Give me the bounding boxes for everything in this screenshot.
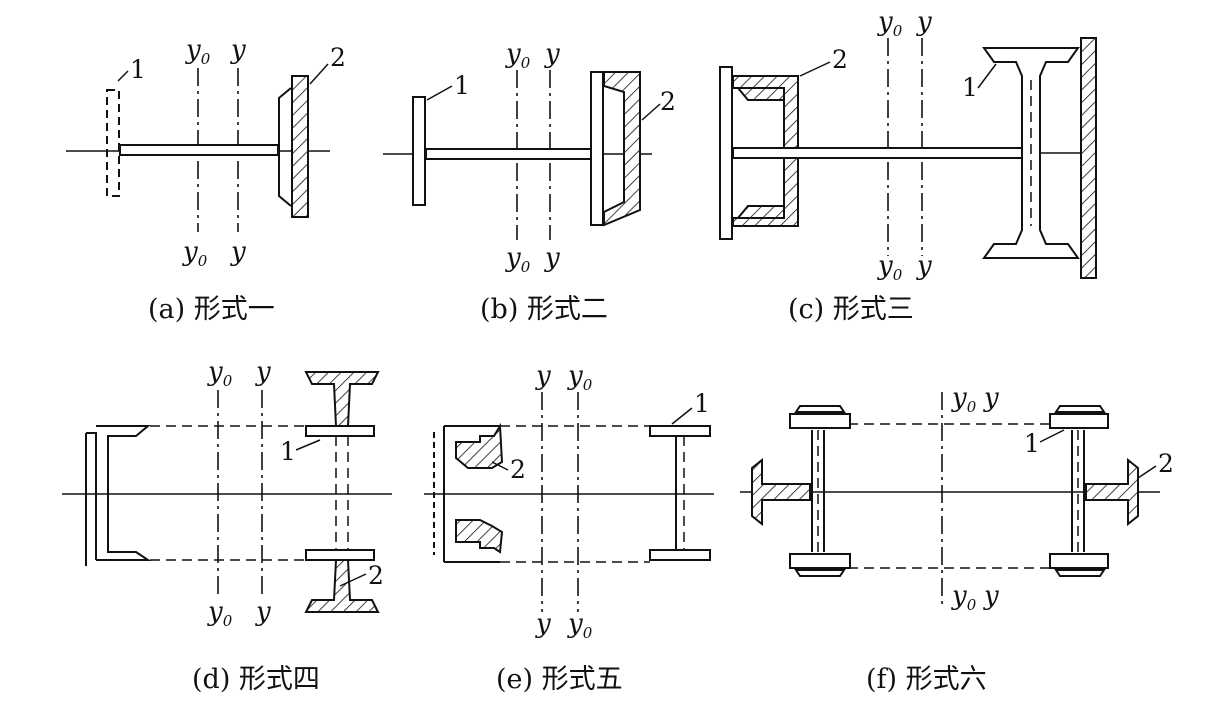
part-2-channel: [603, 71, 641, 227]
backing-plate: [590, 71, 604, 226]
part-number-2: 2: [368, 561, 384, 590]
label-y: y: [916, 251, 932, 281]
panel-a: [66, 63, 330, 232]
label-y: y: [544, 39, 560, 69]
left-channel-outer: [86, 432, 97, 560]
leader-2: [491, 461, 509, 471]
label-y0: y0: [182, 237, 208, 270]
leader-1: [977, 63, 997, 89]
label-y0: y0: [567, 361, 593, 394]
part-number-2: 2: [1158, 449, 1174, 478]
leader-1: [1039, 429, 1065, 443]
label-y: y: [535, 361, 551, 391]
label-y0: y0: [951, 383, 977, 416]
connecting-plate: [732, 147, 1028, 159]
caption-b: (b) 形式二: [480, 294, 608, 325]
label-y0: y0: [505, 39, 531, 72]
part-1-flange: [106, 89, 120, 197]
label-y0: y0: [207, 357, 233, 390]
axis-labels: y0 y y0 y y0 y y0 y y0 y y0 y y0 y y0 y …: [182, 7, 999, 642]
channel-flange-top: [735, 87, 785, 101]
label-y0: y0: [505, 243, 531, 276]
part-number-1: 1: [130, 55, 146, 84]
label-y0: y0: [951, 581, 977, 614]
caption-a: (a) 形式一: [148, 294, 275, 325]
part-number-1: 1: [280, 437, 296, 466]
part-2-bottom-beam: [304, 559, 380, 613]
leader-2: [641, 103, 661, 121]
part-numbers: 1 2 1 2 2 1 1 2 1 2 1 2: [130, 43, 1174, 590]
captions: (a) 形式一 (b) 形式二 (c) 形式三 (d) 形式四 (e) 形式五 …: [148, 294, 987, 695]
part-1-bottom-flange: [305, 549, 375, 561]
label-y0: y0: [185, 35, 211, 68]
part-1-right-bottom-flange: [1049, 553, 1109, 577]
left-plate: [719, 66, 733, 240]
label-y0: y0: [567, 609, 593, 642]
part-number-1: 1: [1024, 429, 1040, 458]
caption-d: (d) 形式四: [192, 664, 320, 695]
part-2-plate: [291, 75, 309, 218]
part-2-left-tee: [751, 457, 811, 527]
leader-2: [309, 63, 329, 85]
part-1-top-flange: [305, 425, 375, 437]
part-number-2: 2: [510, 455, 526, 484]
part-1-flange: [412, 96, 426, 206]
label-y: y: [230, 237, 246, 267]
leader-1: [671, 407, 693, 425]
label-y0: y0: [877, 7, 903, 40]
part-2-top-beam: [304, 371, 380, 427]
part-number-2: 2: [660, 87, 676, 116]
leader-2: [339, 573, 367, 587]
panel-d: [62, 371, 392, 613]
part-2-right-tee: [1085, 457, 1139, 527]
right-plate: [1080, 37, 1097, 279]
part-number-1: 1: [962, 73, 978, 102]
panel-b: [383, 70, 661, 240]
part-number-2: 2: [832, 45, 848, 74]
part-2-bottom-angle: [455, 519, 504, 554]
part-2-top-angle: [455, 422, 504, 469]
connecting-plate: [119, 144, 279, 156]
label-y: y: [916, 7, 932, 37]
left-channel: [96, 425, 152, 561]
label-y: y: [983, 383, 999, 413]
label-y: y: [230, 35, 246, 65]
caption-c: (c) 形式三: [788, 294, 914, 325]
label-y: y: [544, 243, 560, 273]
connecting-plate: [425, 148, 592, 160]
label-y0: y0: [877, 251, 903, 284]
panel-f: [740, 392, 1160, 604]
label-y: y: [983, 581, 999, 611]
panel-c: [719, 37, 1097, 279]
part-1-left-bottom-flange: [789, 553, 851, 577]
part-1-right-top-flange: [1049, 405, 1109, 429]
part-number-2: 2: [330, 43, 346, 72]
leader-1: [295, 439, 321, 451]
part-1-bottom-flange: [649, 549, 711, 561]
part-1-top-flange: [649, 425, 711, 437]
part-2-lip: [278, 87, 292, 207]
caption-e: (e) 形式五: [496, 664, 623, 695]
part-number-1: 1: [454, 71, 470, 100]
label-y: y: [255, 597, 271, 627]
label-y0: y0: [207, 597, 233, 630]
leader-1: [426, 85, 453, 101]
label-y: y: [535, 609, 551, 639]
leader-2: [1137, 465, 1157, 479]
part-1-left-top-flange: [789, 405, 851, 429]
leader-1: [117, 70, 129, 82]
caption-f: (f) 形式六: [866, 664, 987, 695]
label-y: y: [255, 357, 271, 387]
leader-2: [799, 61, 831, 77]
part-number-1: 1: [694, 389, 710, 418]
channel-flange-bot: [735, 205, 785, 219]
panel-e: [424, 392, 714, 612]
